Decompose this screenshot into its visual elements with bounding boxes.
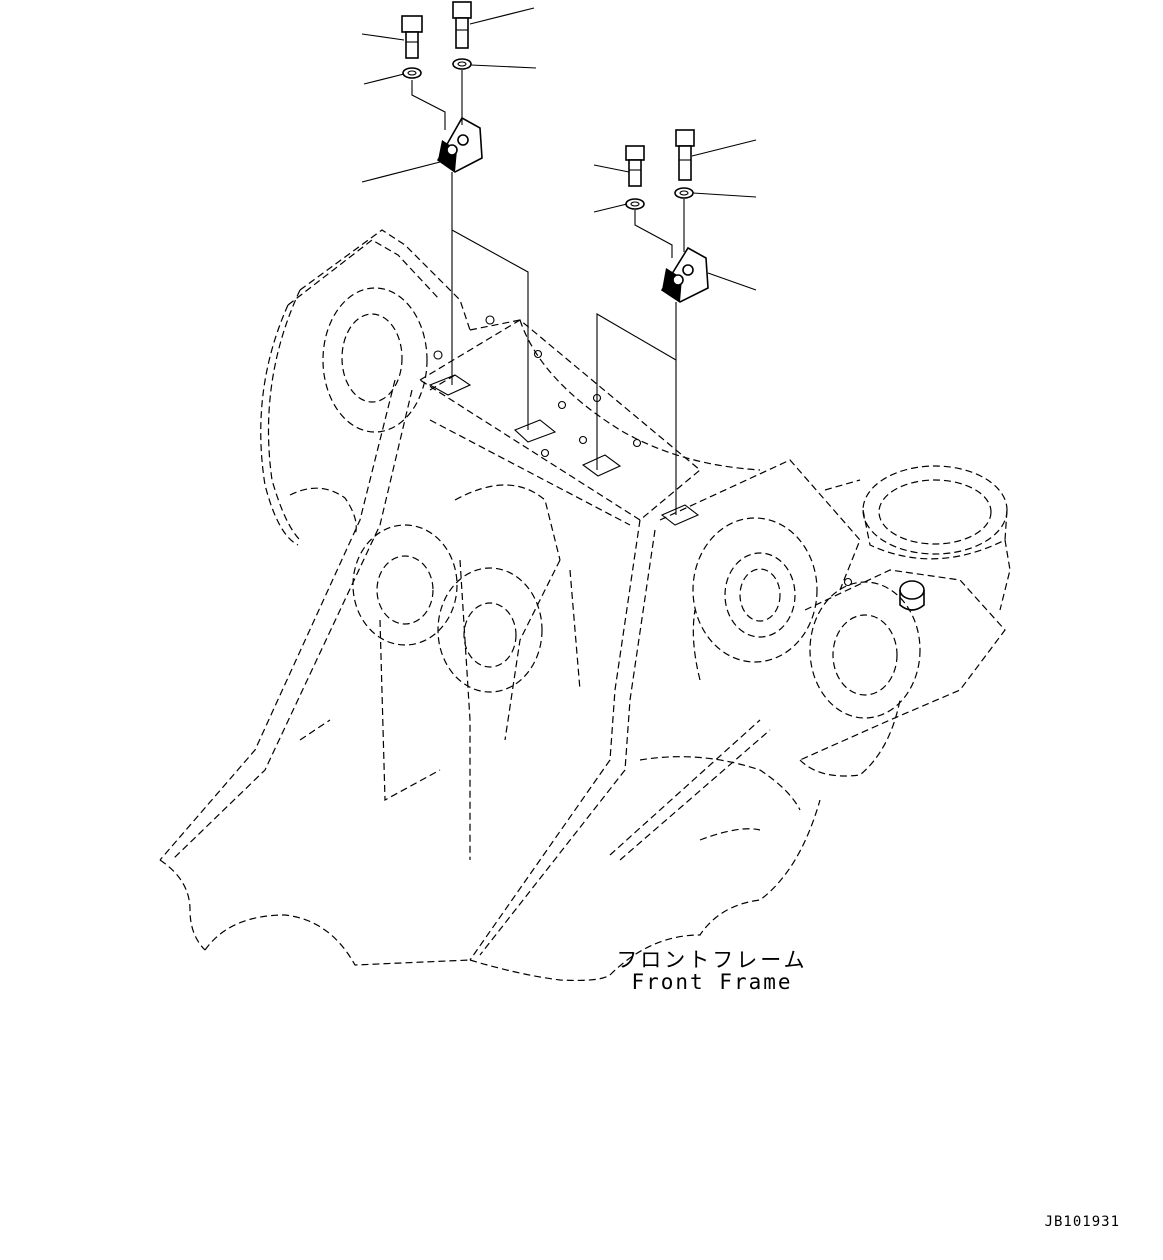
callout-leaders (361, 7, 757, 291)
washer-left-b (452, 58, 472, 70)
bolt-long-right (675, 129, 695, 181)
bolt-short-left (401, 15, 423, 59)
bolt-long-left (452, 1, 472, 49)
caption-japanese: フロントフレーム (616, 948, 808, 972)
front-frame-outline (159, 229, 1011, 982)
washer-right-a (625, 198, 645, 210)
assembly-lines-right (596, 199, 685, 515)
washer-left-a (402, 67, 422, 79)
washer-right-b (674, 187, 694, 199)
bracket-right (660, 246, 709, 303)
drawing-number: JB101931 (1044, 1214, 1120, 1230)
assembly-lines-left (411, 70, 529, 430)
caption-english: Front Frame (631, 970, 793, 994)
bracket-left (436, 116, 483, 173)
bolt-short-right (625, 145, 645, 187)
